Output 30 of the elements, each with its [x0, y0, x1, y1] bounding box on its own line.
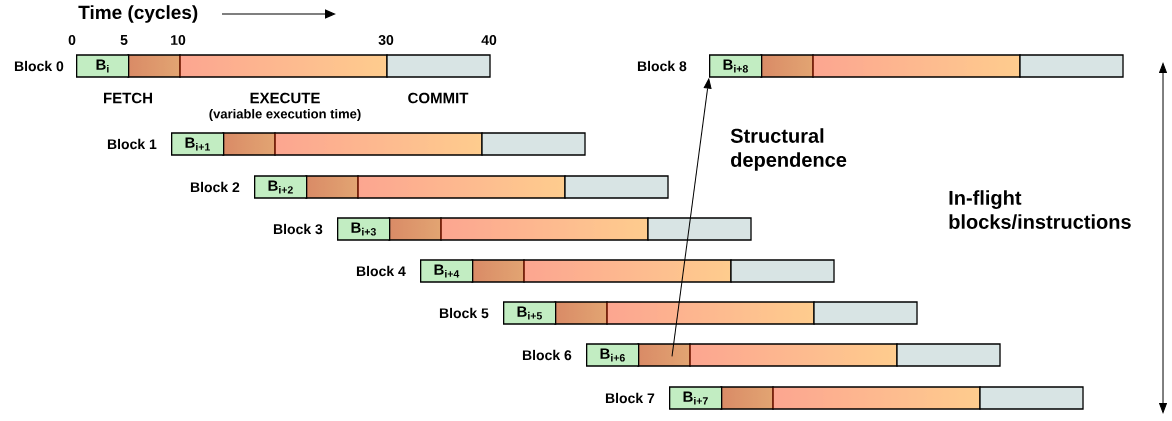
fetch-segment: B$_{i+4}$: [420, 259, 474, 283]
fetch-segment: B$_{i+8}$: [709, 54, 763, 78]
block-label: Block 2: [190, 181, 240, 193]
edge-label: Structural dependence: [730, 128, 847, 171]
tick-label: 40: [481, 35, 497, 45]
fetch-segment: B$_{i+6}$: [586, 343, 640, 367]
block-label: Block 8: [637, 60, 687, 72]
axis-label: In-flight blocks/instructions: [949, 190, 1131, 230]
block-label: Block 3: [273, 223, 323, 235]
block-label: Block 0: [14, 60, 64, 72]
fetch-segment: B$_{i}$: [76, 54, 130, 78]
stage-label: COMMIT: [408, 92, 469, 104]
arrow: [671, 78, 712, 357]
block-label: Block 6: [522, 349, 572, 361]
fetch-segment: B$_{i+7}$: [669, 386, 723, 410]
block-label: Block 1: [107, 138, 157, 150]
fetch-segment: B$_{i+1}$: [171, 132, 225, 156]
time-label: Time (cycles): [78, 5, 198, 23]
stage-label: FETCH: [104, 92, 152, 104]
fetch-segment: B$_{i+3}$: [337, 217, 391, 241]
block-label: Block 5: [439, 307, 489, 319]
fetch-segment: B$_{i+2}$: [254, 175, 308, 199]
tick-label: 30: [378, 35, 394, 45]
stage-label: EXECUTE: [250, 92, 320, 104]
block-label: Block 7: [605, 392, 655, 404]
tick-label: 10: [171, 35, 186, 45]
stage-note: (variable execution time): [209, 108, 361, 122]
block-label: Block 4: [356, 265, 406, 277]
fetch-segment: B$_{i+5}$: [503, 301, 557, 325]
tick-label: 0: [68, 35, 76, 45]
